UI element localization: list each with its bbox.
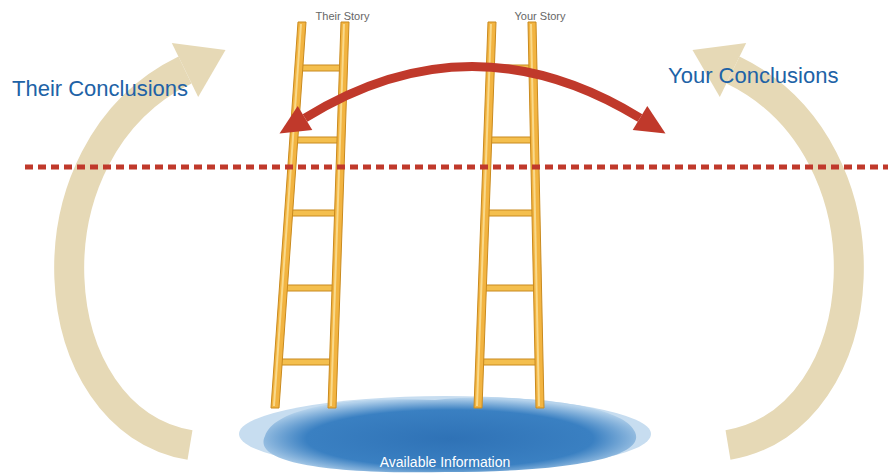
ladder-rung	[490, 65, 533, 71]
cycle-arrow-head	[693, 43, 747, 97]
pool-node: Available Information	[235, 386, 655, 474]
arrow-head	[633, 106, 666, 134]
ladder-rung	[294, 137, 341, 143]
ladder-label: Their Story	[255, 10, 430, 22]
ladder-rail	[271, 22, 306, 408]
ladder-node: Their Story	[255, 6, 395, 412]
ladder-rung	[289, 210, 339, 216]
cycle-arrow-right	[728, 70, 849, 445]
cycle-arrow-head	[172, 43, 226, 97]
arrow-head	[280, 106, 313, 134]
ladder-highlight	[531, 24, 539, 406]
ladder-rail	[328, 22, 349, 408]
conclusion-label: Their Conclusions	[12, 76, 188, 102]
dashed-line	[25, 165, 888, 170]
ladder-shape	[255, 6, 395, 412]
ladder-rail	[528, 22, 544, 408]
cycle-arrow-left	[69, 70, 190, 445]
ladder-rail	[474, 22, 496, 408]
ladder-highlight	[477, 24, 491, 406]
ladder-highlight	[274, 24, 301, 406]
ladder-rung	[482, 285, 537, 291]
ladder-shape	[465, 6, 605, 412]
ladder-highlight	[331, 24, 344, 406]
ladder-rung	[278, 359, 333, 365]
ladder-node: Your Story	[465, 6, 605, 412]
ladder-rung	[480, 359, 539, 365]
ladder-rung	[485, 210, 536, 216]
pool-label: Available Information	[235, 454, 655, 470]
ladder-label: Your Story	[475, 10, 605, 22]
ladder-rung	[488, 137, 535, 143]
exchange-arrow	[305, 67, 640, 119]
conclusion-label: Your Conclusions	[668, 63, 838, 89]
ladder-rung	[283, 285, 336, 291]
ladder-rung	[299, 65, 344, 71]
